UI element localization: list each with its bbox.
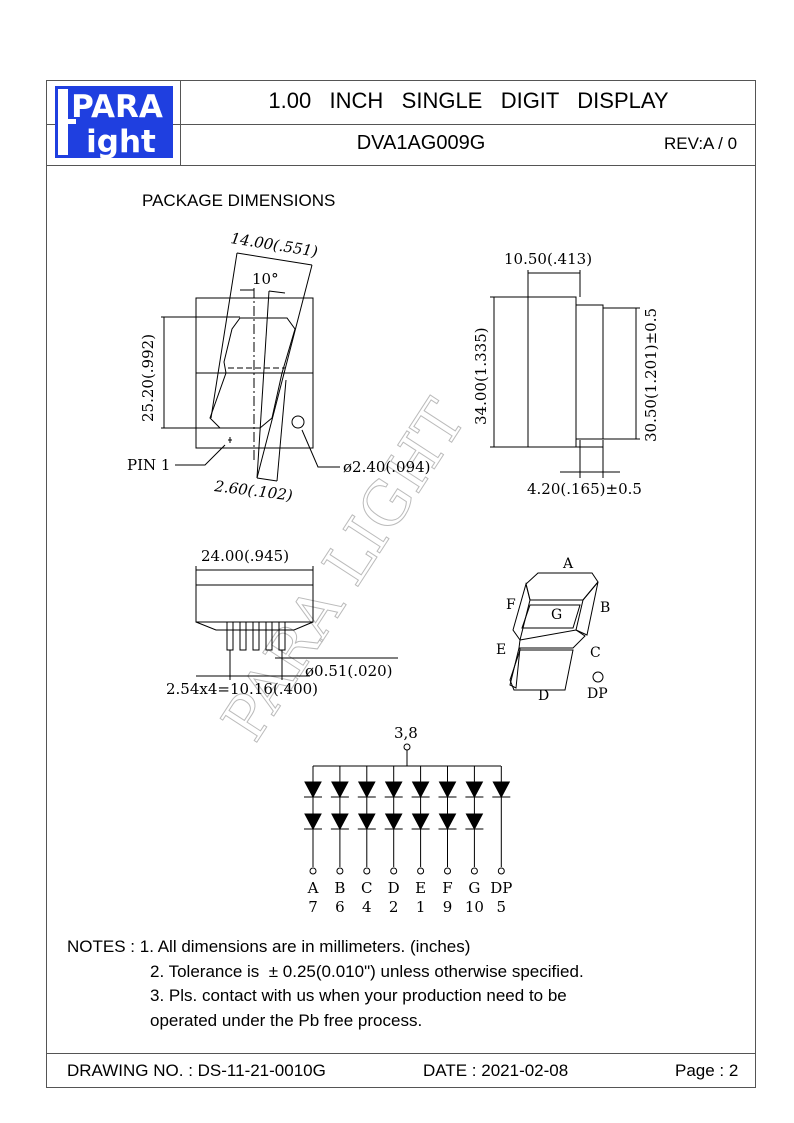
dim-length: 24.00(.945) — [201, 547, 289, 565]
dim-pin-dia: ø0.51(.020) — [305, 662, 393, 680]
svg-text:PARA: PARA — [71, 89, 163, 125]
dim-pin-length: 4.20(.165)±0.5 — [527, 480, 642, 498]
side-view: 10.50(.413) 34.00(1.335) 30.50(1.201)±0.… — [472, 250, 660, 498]
dim-width: 14.00(.551) — [229, 229, 319, 261]
diode-icon — [357, 813, 376, 831]
diode-icon — [465, 813, 484, 831]
section-title: PACKAGE DIMENSIONS — [142, 191, 336, 210]
divider — [46, 124, 756, 125]
diode-icon — [304, 781, 322, 799]
pin-number: 1 — [416, 898, 426, 916]
dim-angle: 10° — [252, 270, 279, 288]
segment-label: B — [334, 879, 345, 897]
segment-label: D — [388, 879, 400, 897]
common-anode-pins: 3,8 — [394, 724, 418, 742]
diode-icon — [331, 781, 349, 799]
pin-number: 10 — [465, 898, 484, 916]
diode-icon — [438, 781, 457, 799]
watermark: PARA LIGHT — [209, 388, 480, 753]
diode-icon — [384, 813, 403, 831]
led-column-dp: DP5 — [490, 766, 512, 916]
drawing-date: DATE : 2021-02-08 — [423, 1061, 569, 1080]
divider — [180, 80, 181, 166]
revision: REV:A / 0 — [664, 134, 738, 153]
segment-label: C — [361, 879, 372, 897]
led-column-e: E1 — [411, 766, 430, 916]
diode-icon — [411, 781, 430, 799]
dim-segment: 2.60(.102) — [213, 477, 294, 505]
pin-number: 9 — [443, 898, 453, 916]
dim-hole: ø2.40(.094) — [343, 458, 431, 476]
pin1-label: PIN 1 — [127, 456, 170, 474]
bottom-view: 24.00(.945) ø0.51(.020) 2.54x4=10.16(.40… — [166, 547, 398, 698]
divider — [46, 165, 756, 166]
pin-number: 4 — [362, 898, 372, 916]
segment-label: DP — [490, 879, 512, 897]
pin-number: 5 — [497, 898, 507, 916]
diode-icon — [331, 813, 349, 831]
led-column-f: F9 — [438, 766, 457, 916]
divider — [46, 1053, 756, 1054]
dim-pin-span: 30.50(1.201)±0.5 — [642, 308, 660, 442]
page-frame — [46, 80, 756, 1088]
diode-icon — [384, 781, 403, 799]
front-view: 14.00(.551) 10° 25.20(.992) PIN 1 ø2.40(… — [127, 229, 431, 504]
svg-text:DP: DP — [587, 686, 608, 702]
diode-icon — [492, 781, 511, 799]
document-title: 1.00 INCH SINGLE DIGIT DISPLAY — [268, 88, 669, 113]
svg-text:ight: ight — [86, 124, 156, 158]
model-number: DVA1AG009G — [356, 132, 486, 154]
svg-text:A: A — [562, 556, 574, 572]
led-column-g: G10 — [465, 766, 484, 916]
segment-label: E — [415, 879, 426, 897]
dim-depth: 10.50(.413) — [504, 250, 592, 268]
drawing-number: DRAWING NO. : DS-11-21-0010G — [67, 1061, 326, 1080]
diode-icon — [304, 813, 322, 831]
pin-number: 7 — [308, 898, 318, 916]
svg-text:F: F — [506, 597, 516, 613]
led-column-a: A7 — [304, 766, 322, 916]
dim-total-height: 34.00(1.335) — [472, 327, 490, 425]
dim-height: 25.20(.992) — [139, 334, 157, 422]
para-light-logo: PARA ight — [55, 86, 173, 158]
svg-text:B: B — [600, 600, 610, 616]
segment-label: F — [442, 879, 452, 897]
pin-number: 2 — [389, 898, 399, 916]
notes: NOTES : 1. All dimensions are in millime… — [67, 937, 584, 1030]
svg-text:G: G — [551, 607, 562, 623]
diode-icon — [465, 781, 484, 799]
segment-label: A — [307, 879, 319, 897]
dim-pitch: 2.54x4=10.16(.400) — [166, 680, 318, 698]
led-column-c: C4 — [357, 766, 376, 916]
pin-number: 6 — [335, 898, 345, 916]
segment-map: A B C D E F G DP — [496, 556, 610, 704]
page-number: Page : 2 — [675, 1061, 739, 1080]
svg-text:C: C — [590, 645, 601, 661]
led-column-b: B6 — [330, 766, 349, 916]
diode-icon — [438, 813, 457, 831]
diode-icon — [411, 813, 430, 831]
segment-label: G — [468, 879, 480, 897]
svg-text:E: E — [496, 642, 506, 658]
diode-icon — [357, 781, 376, 799]
svg-text:D: D — [538, 688, 549, 704]
led-column-d: D2 — [384, 766, 403, 916]
